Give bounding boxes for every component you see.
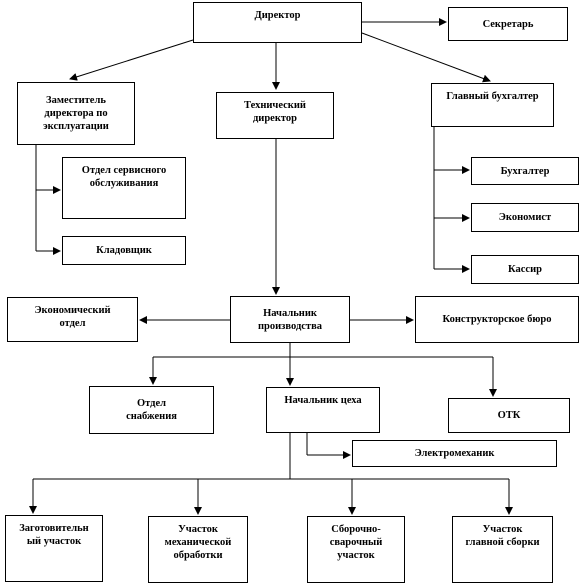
machining-section-box: Участок механической обработки [148,516,248,583]
arrow-director-chief-accountant [361,32,491,83]
head-of-production-label: Начальник производства [257,307,322,332]
otk-box: ОТК [448,398,570,433]
secretary-label: Секретарь [482,18,534,30]
technical-director-label: Технический директор [244,100,306,124]
otk-label: ОТК [497,410,521,421]
chief-accountant-label: Главный бухгалтер [446,91,539,102]
service-department-label: Отдел сервисного обслуживания [81,165,167,189]
storekeeper-box: Кладовщик [62,236,186,265]
shop-chief-box: Начальник цеха [266,387,380,433]
deputy-director-label: Заместитель директора по эксплуатации [43,95,109,132]
supply-department-box: Отдел снабжения [89,386,214,434]
design-bureau-box: Конструкторское бюро [415,296,579,343]
shop-chief-label: Начальник цеха [284,395,362,406]
procurement-section-label: Заготовительн ый участок [19,523,89,547]
electrician-label: Электромеханик [414,448,495,459]
head-of-production-box: Начальник производства [230,296,350,343]
secretary-box: Секретарь [448,7,568,41]
storekeeper-label: Кладовщик [96,245,152,256]
electrician-box: Электромеханик [352,440,557,467]
final-assembly-section-label: Участок главной сборки [465,524,540,548]
service-department-box: Отдел сервисного обслуживания [62,157,186,219]
procurement-section-box: Заготовительн ый участок [5,515,103,582]
cashier-label: Кассир [508,264,542,275]
arrow-director-deputy [69,39,194,81]
design-bureau-label: Конструкторское бюро [442,314,552,325]
chief-accountant-box: Главный бухгалтер [431,83,554,127]
deputy-director-box: Заместитель директора по эксплуатации [17,82,135,145]
cashier-box: Кассир [471,255,579,284]
technical-director-box: Технический директор [216,92,334,139]
supply-department-label: Отдел снабжения [126,398,177,422]
accountant-box: Бухгалтер [471,157,579,185]
director-label: Директор [254,10,301,21]
economic-department-label: Экономический отдел [34,305,111,329]
economist-box: Экономист [471,203,579,232]
director-box: Директор [193,2,362,43]
economic-department-box: Экономический отдел [7,297,138,342]
final-assembly-section-box: Участок главной сборки [452,516,553,583]
assembly-welding-section-label: Сборочно- сварочный участок [329,524,383,561]
economist-label: Экономист [498,212,552,223]
accountant-label: Бухгалтер [500,165,550,177]
machining-section-label: Участок механической обработки [164,524,232,561]
assembly-welding-section-box: Сборочно- сварочный участок [307,516,405,583]
